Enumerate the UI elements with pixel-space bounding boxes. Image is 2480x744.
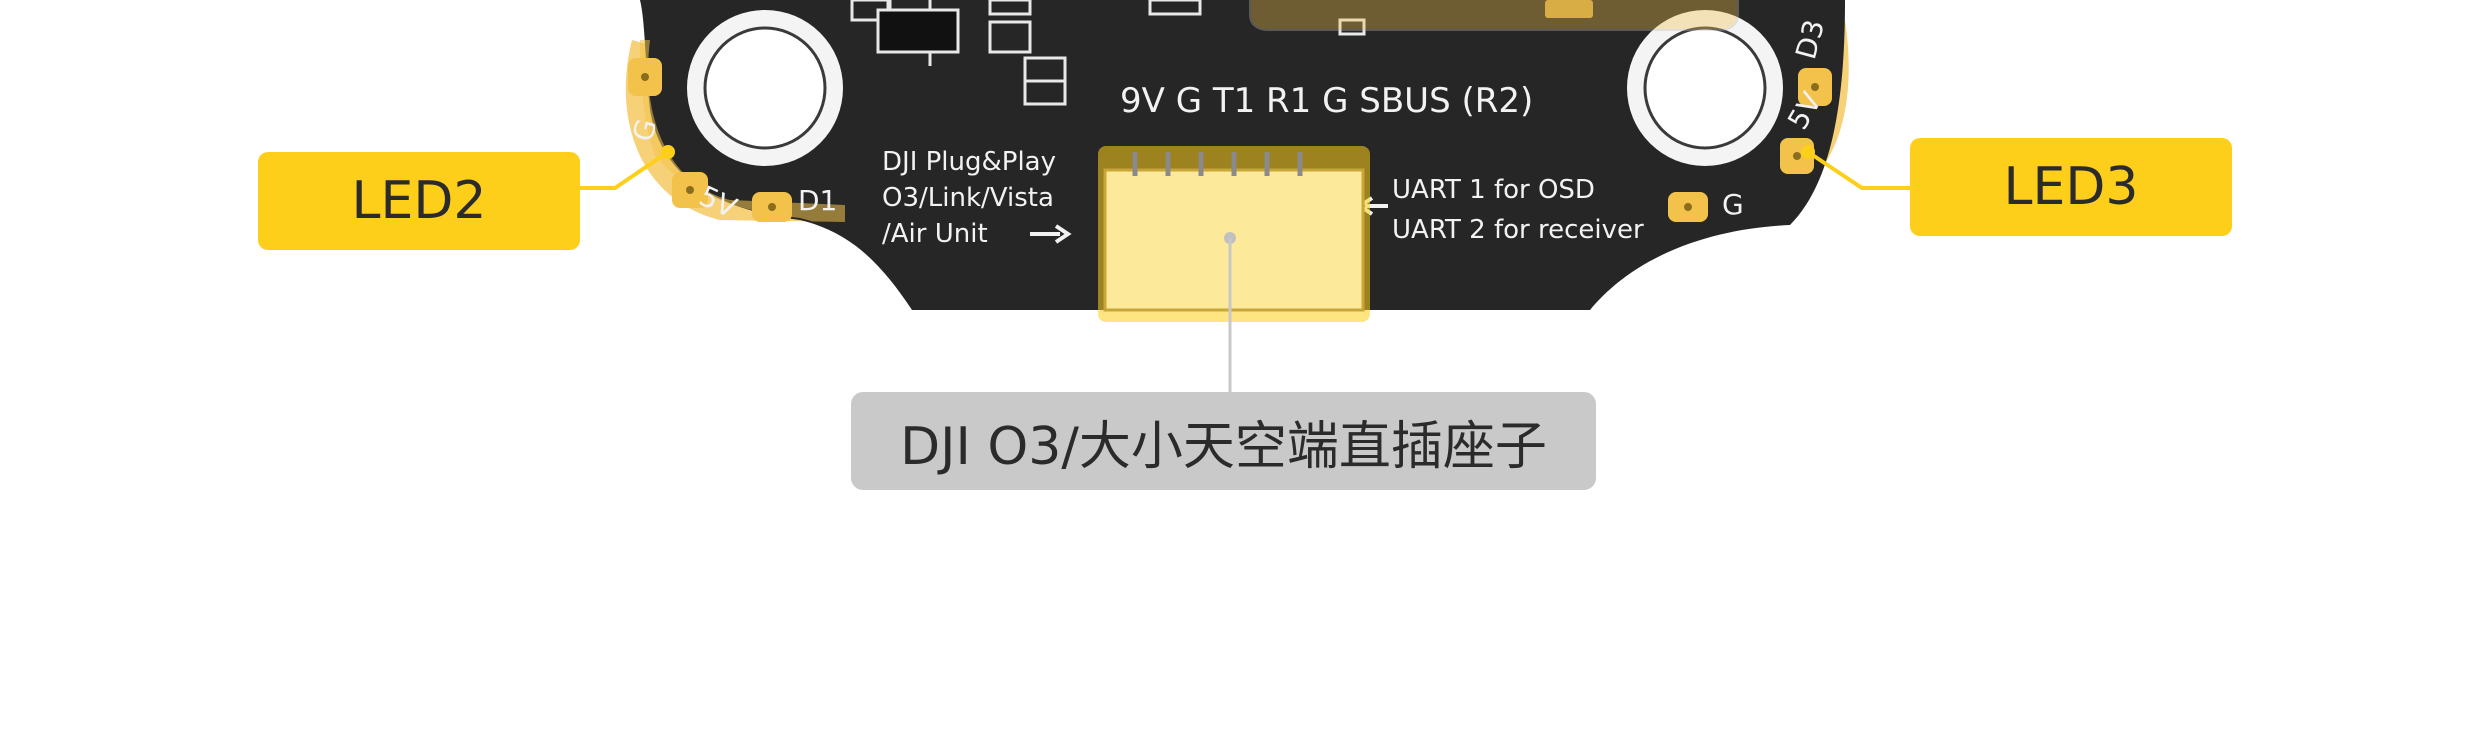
led2-leader-line [580, 150, 670, 190]
led3-callout-text: LED3 [2003, 157, 2139, 217]
right-note-line2: UART 2 for receiver [1392, 215, 1644, 245]
left-note-line1: DJI Plug&Play [882, 147, 1056, 177]
pad-label-right-g: G [1722, 188, 1744, 221]
led3-leader-line [1806, 150, 1910, 190]
socket-callout: DJI O3/大小天空端直插座子 [851, 392, 1596, 490]
led3-callout: LED3 [1910, 138, 2232, 236]
top-connector-outline [1249, 0, 1739, 31]
led2-callout: LED2 [258, 152, 580, 250]
left-note-line3: /Air Unit [882, 219, 988, 249]
socket-callout-text: DJI O3/大小天空端直插座子 [900, 416, 1547, 477]
header-pin-labels: 9V G T1 R1 G SBUS (R2) [1120, 81, 1533, 121]
right-note-line1: UART 1 for OSD [1392, 175, 1595, 205]
left-note-line2: O3/Link/Vista [882, 183, 1054, 213]
arrow-right-icon [1030, 224, 1072, 244]
smd-components [850, 0, 1366, 106]
led2-callout-text: LED2 [351, 171, 487, 231]
pad-label-left-d1: D1 [798, 184, 837, 217]
socket-pins [1132, 152, 1303, 176]
